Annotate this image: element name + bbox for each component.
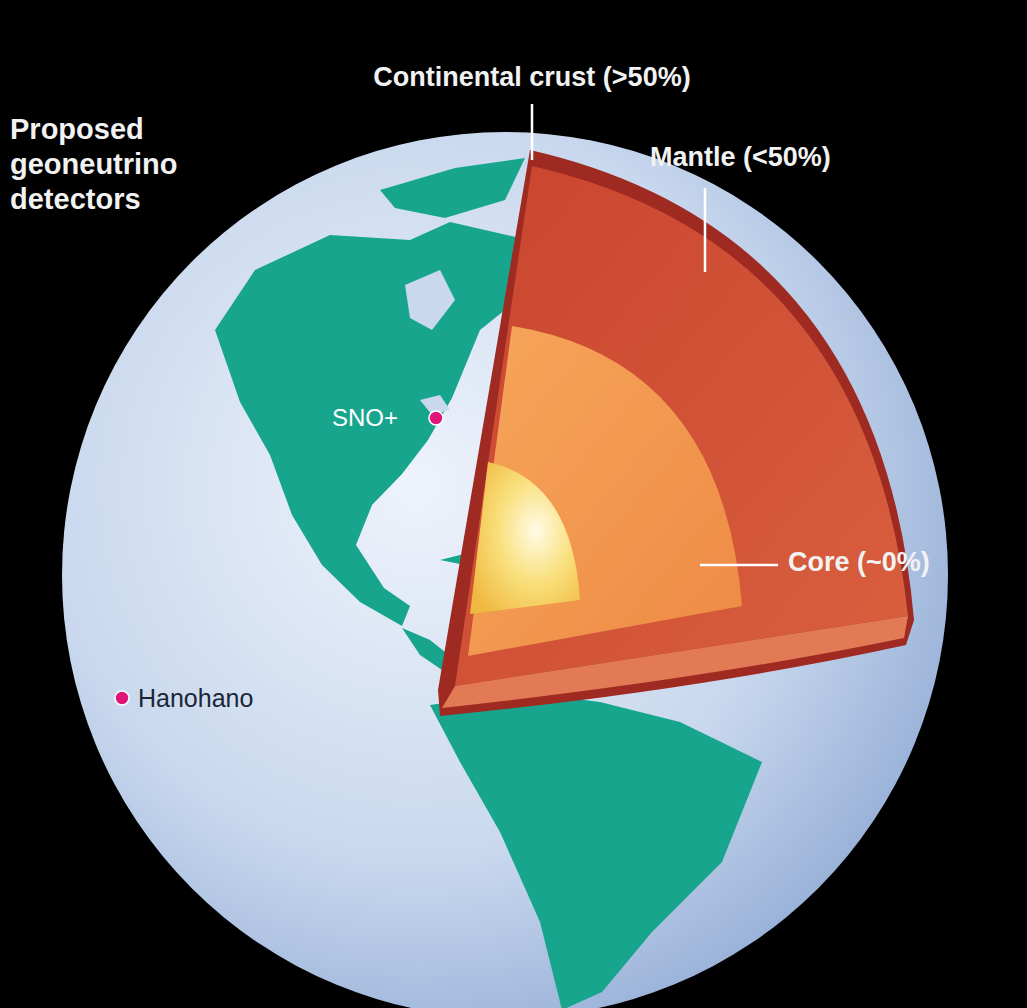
inner-core (470, 462, 580, 614)
outer-core (468, 326, 742, 656)
crust-shell (438, 150, 914, 716)
layer-label: Continental crust (>50%) (373, 62, 690, 93)
layer-label: Mantle (<50%) (650, 142, 831, 173)
detector-label: SNO+ (332, 404, 398, 432)
detector-dot (429, 411, 443, 425)
leader-line (531, 104, 534, 160)
detector-label: Hanohano (138, 684, 253, 713)
leader-line (704, 188, 707, 272)
layer-label: Core (~0%) (788, 547, 930, 578)
detector-dot (115, 691, 129, 705)
diagram-title: Proposed geoneutrino detectors (10, 112, 215, 216)
globe (62, 132, 948, 1008)
mantle-face (455, 166, 908, 686)
leader-line (700, 564, 778, 567)
hudson-bay (405, 270, 455, 330)
